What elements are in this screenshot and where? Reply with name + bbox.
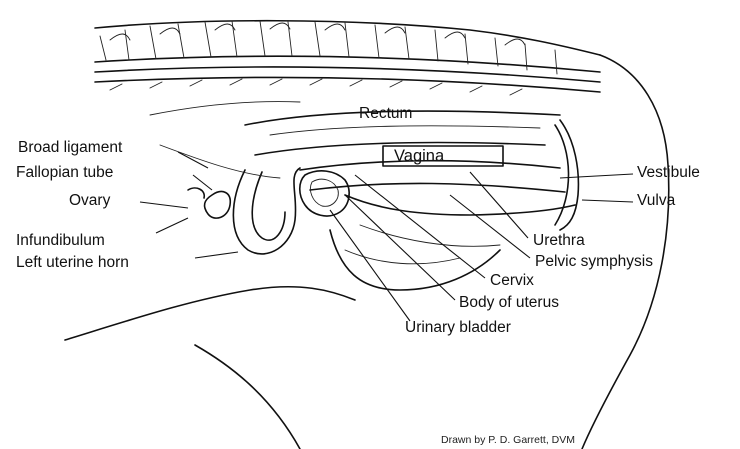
uterine-horn-shape xyxy=(188,168,300,254)
label-urethra: Urethra xyxy=(533,233,585,249)
label-urinary-bladder: Urinary bladder xyxy=(405,320,511,336)
label-broad-ligament: Broad ligament xyxy=(18,140,122,156)
label-body-of-uterus: Body of uterus xyxy=(459,295,559,311)
drawing-credit: Drawn by P. D. Garrett, DVM xyxy=(441,435,575,446)
bladder-shape xyxy=(330,230,500,290)
label-cervix: Cervix xyxy=(490,273,534,289)
label-vestibule: Vestibule xyxy=(637,165,700,181)
label-rectum: Rectum xyxy=(359,106,412,122)
label-fallopian-tube: Fallopian tube xyxy=(16,165,113,181)
label-left-uterine-horn: Left uterine horn xyxy=(16,255,129,271)
vertebral-column xyxy=(95,21,600,95)
label-pelvic-symphysis: Pelvic symphysis xyxy=(535,254,653,270)
label-vagina: Vagina xyxy=(394,148,444,165)
label-vulva: Vulva xyxy=(637,193,675,209)
label-infundibulum: Infundibulum xyxy=(16,233,105,249)
label-ovary: Ovary xyxy=(69,193,110,209)
